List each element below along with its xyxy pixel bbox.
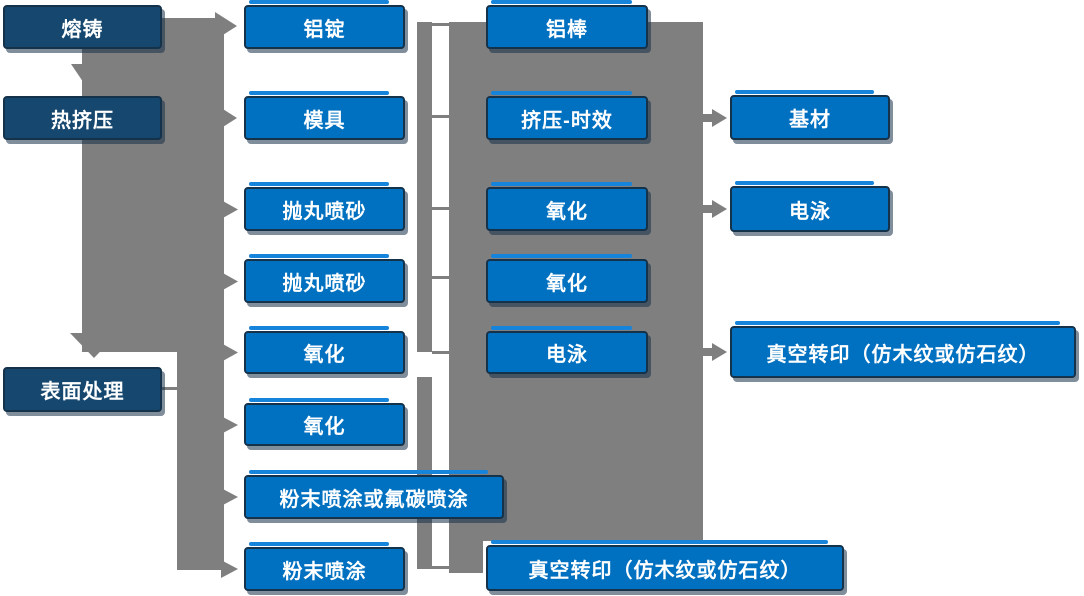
node-surface-treatment: 表面处理 — [3, 367, 162, 412]
connector-bar — [163, 111, 216, 125]
node-highlight-edge — [249, 398, 389, 402]
connector-bar — [432, 351, 450, 354]
arrowhead-icon — [221, 343, 238, 362]
node-electrophoresis-1: 电泳 — [486, 326, 648, 374]
node-label: 模具 — [303, 109, 346, 132]
connector-bar — [432, 115, 450, 118]
node-oxidation-2: 氧化 — [244, 398, 405, 446]
node-melt-casting: 熔铸 — [3, 5, 162, 49]
node-label: 氧化 — [303, 344, 346, 366]
node-highlight-edge — [249, 182, 389, 186]
node-hot-extrusion: 热挤压 — [3, 96, 162, 140]
node-label: 氧化 — [546, 200, 588, 223]
node-highlight-edge — [249, 470, 488, 474]
node-label: 基材 — [789, 109, 831, 131]
node-label: 铝锭 — [303, 18, 346, 41]
node-oxidation-1: 氧化 — [244, 326, 405, 374]
node-aluminum-ingot: 铝锭 — [244, 0, 405, 49]
node-label: 电泳 — [789, 200, 831, 223]
node-label: 氧化 — [303, 416, 346, 438]
node-shot-blast-sandblast-1: 抛丸喷砂 — [244, 182, 405, 231]
node-label: 挤压-时效 — [521, 109, 613, 132]
node-electrophoresis-2: 电泳 — [730, 181, 890, 232]
arrowhead-icon — [221, 488, 238, 506]
node-label: 抛丸喷砂 — [282, 200, 367, 223]
node-label: 表面处理 — [40, 381, 125, 403]
connector-bar — [432, 566, 450, 569]
node-label: 粉末喷涂 — [282, 560, 367, 583]
connector-bar — [432, 23, 450, 26]
node-oxidation-4: 氧化 — [486, 254, 648, 303]
node-highlight-edge — [249, 254, 389, 258]
connector-bar — [417, 22, 432, 352]
arrowhead-icon — [221, 416, 238, 434]
node-label: 粉末喷涂或氟碳喷涂 — [279, 488, 469, 511]
connector-bar — [703, 348, 713, 356]
arrowhead-icon — [221, 272, 238, 291]
node-mold: 模具 — [244, 91, 405, 140]
node-powder-coating: 粉末喷涂 — [244, 542, 405, 591]
arrowhead-icon — [70, 333, 118, 358]
node-label: 氧化 — [546, 272, 588, 295]
arrowhead-icon — [712, 109, 727, 127]
node-highlight-edge — [249, 0, 389, 4]
node-label: 热挤压 — [51, 109, 114, 132]
connector-bar — [432, 207, 450, 210]
node-highlight-edge — [491, 540, 828, 544]
connector-bar — [163, 19, 216, 33]
node-highlight-edge — [491, 254, 632, 258]
connector-bar — [177, 352, 224, 570]
node-label: 真空转印（仿木纹或仿石纹） — [766, 343, 1040, 366]
node-oxidation-3: 氧化 — [486, 182, 648, 231]
connector-bar — [703, 205, 713, 213]
node-shot-blast-sandblast-2: 抛丸喷砂 — [244, 254, 405, 303]
node-highlight-edge — [249, 326, 389, 330]
node-highlight-edge — [735, 181, 874, 185]
node-highlight-edge — [249, 542, 389, 546]
connector-bar — [432, 276, 450, 279]
arrowhead-icon — [712, 343, 727, 361]
node-highlight-edge — [491, 0, 632, 4]
arrowhead-icon — [215, 104, 237, 132]
node-highlight-edge — [735, 321, 1060, 325]
node-highlight-edge — [735, 90, 874, 94]
node-label: 电泳 — [546, 344, 588, 366]
arrowhead-icon — [221, 560, 238, 578]
node-label: 抛丸喷砂 — [282, 272, 367, 295]
node-vacuum-transfer-print-1: 真空转印（仿木纹或仿石纹） — [486, 540, 844, 591]
node-aluminum-rod: 铝棒 — [486, 0, 648, 49]
node-highlight-edge — [491, 182, 632, 186]
arrowhead-icon — [215, 12, 237, 40]
connector-bar — [162, 387, 178, 390]
node-label: 真空转印（仿木纹或仿石纹） — [528, 559, 802, 582]
node-powder-or-fluorocarbon: 粉末喷涂或氟碳喷涂 — [244, 470, 504, 519]
arrowhead-icon — [71, 64, 98, 84]
node-highlight-edge — [249, 91, 389, 95]
node-extrusion-aging: 挤压-时效 — [486, 91, 648, 140]
node-label: 熔铸 — [61, 18, 104, 41]
node-base-material: 基材 — [730, 90, 890, 140]
arrowhead-icon — [221, 200, 238, 219]
node-vacuum-transfer-print-2: 真空转印（仿木纹或仿石纹） — [730, 321, 1076, 378]
node-highlight-edge — [491, 91, 632, 95]
connector-bar — [703, 114, 713, 122]
arrowhead-icon — [712, 200, 727, 218]
connector-bar — [82, 18, 224, 352]
node-label: 铝棒 — [546, 18, 588, 41]
node-highlight-edge — [491, 326, 632, 330]
